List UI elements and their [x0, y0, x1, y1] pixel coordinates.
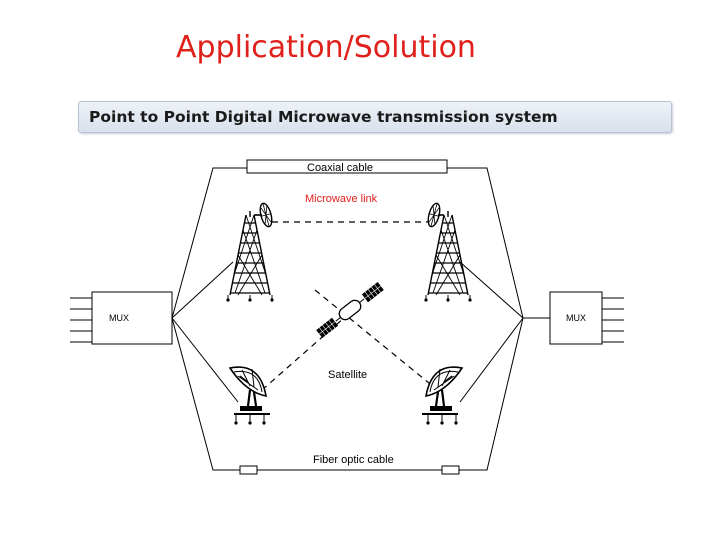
- mux-left-label: MUX: [109, 313, 129, 323]
- satellite-dish-icon: [228, 366, 272, 426]
- microwave-tower-icon: [225, 202, 275, 303]
- slide-title: Application/Solution: [176, 30, 476, 65]
- coaxial-cable-label: Coaxial cable: [307, 162, 374, 174]
- subtitle-text: Point to Point Digital Microwave transmi…: [89, 108, 558, 126]
- coaxial-cable: [171, 159, 524, 319]
- microwave-tower-icon: [423, 202, 473, 303]
- microwave-link-label: Microwave link: [305, 193, 378, 205]
- fiber-optic-cable-label: Fiber optic cable: [313, 454, 394, 466]
- fiber-optic-cable: [171, 317, 524, 475]
- mux-right-label: MUX: [566, 313, 586, 323]
- satellite-dish-icon: [420, 366, 464, 426]
- satellite-icon: [315, 281, 385, 339]
- subtitle-banner: Point to Point Digital Microwave transmi…: [78, 101, 672, 133]
- mux-right: [549, 291, 624, 345]
- satellite-label: Satellite: [328, 369, 368, 381]
- satellite-downlink-path: [314, 289, 441, 393]
